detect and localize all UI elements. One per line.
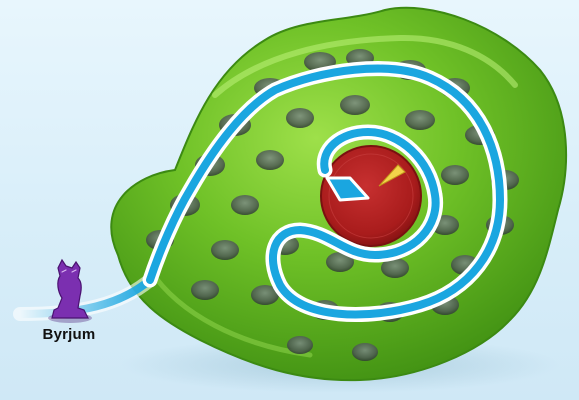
pawn-label: Byrjum xyxy=(33,326,105,343)
pawn-icon[interactable] xyxy=(48,260,92,323)
